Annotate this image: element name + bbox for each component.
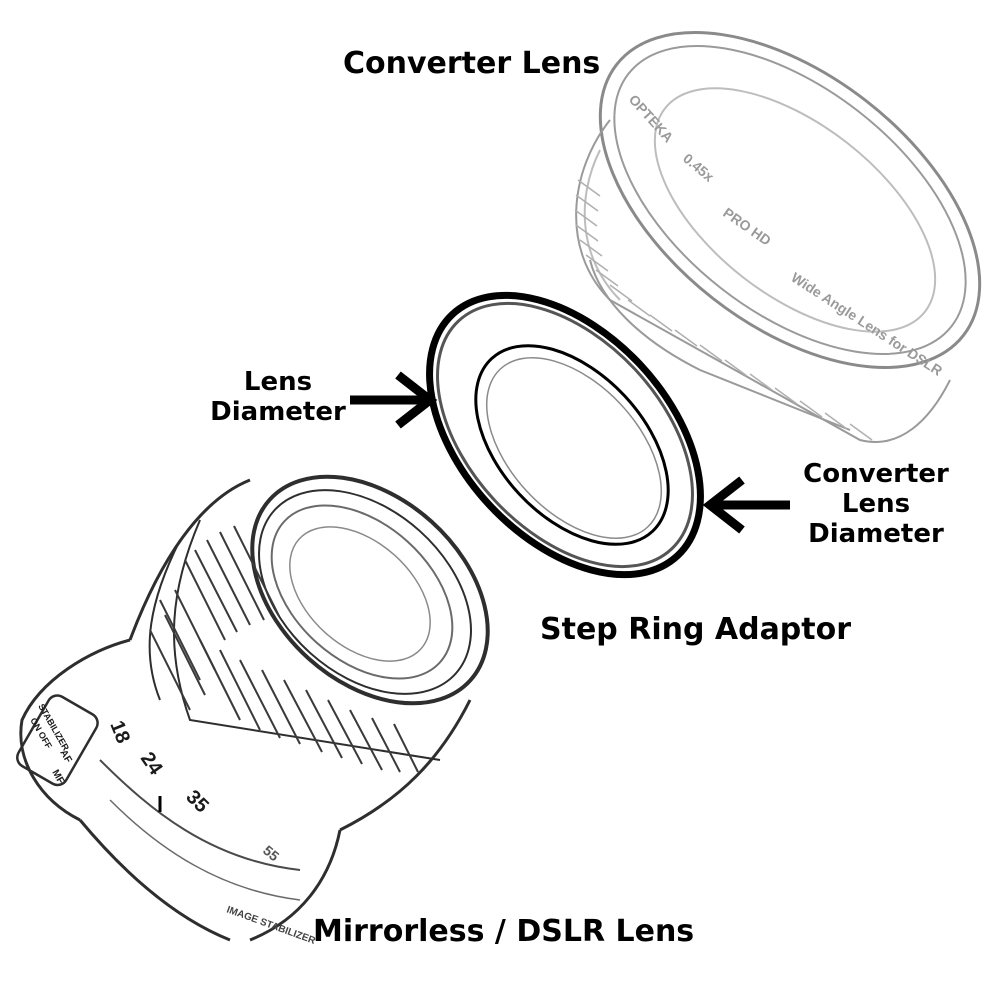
converter-lens-label: Converter Lens [343,46,601,81]
dslr-lens-drawing [16,474,490,942]
arrow-right-icon [350,371,438,429]
converter-lens-drawing [574,31,982,443]
barrel-text: IMAGE STABILIZER [225,904,318,947]
step-ring-drawing [426,291,704,579]
converter-lens-diameter-label: Converter Lens Diameter [796,459,956,550]
converter-lens-diameter-line-1: Converter [803,459,949,489]
focal-mark-55: 55 [260,842,282,864]
focal-mark-18: 18 [105,718,134,747]
step-ring-label: Step Ring Adaptor [540,612,852,647]
lens-diameter-label: Lens Diameter [208,367,348,428]
converter-lens-diameter-line-2: Lens [841,488,911,519]
engraving-description: Wide Angle Lens for DSLR [788,269,945,379]
engraving-model: PRO HD [720,204,774,248]
focal-mark-35: 35 [181,786,212,817]
engraving-magnification: 0.45x [680,150,717,185]
converter-lens-diameter-line-3: Diameter [808,518,944,549]
lens-diameter-line-1: Lens [243,367,313,397]
mirrorless-lens-label: Mirrorless / DSLR Lens [313,914,695,949]
lens-diameter-line-2: Diameter [210,396,346,427]
focal-mark-24: 24 [136,748,167,780]
dslr-lens-markings: 18 24 35 55 AF MF STABILIZER ON OFF IMAG… [28,702,317,947]
arrow-left-icon [702,476,790,534]
engraving-brand: OPTEKA [626,91,677,145]
